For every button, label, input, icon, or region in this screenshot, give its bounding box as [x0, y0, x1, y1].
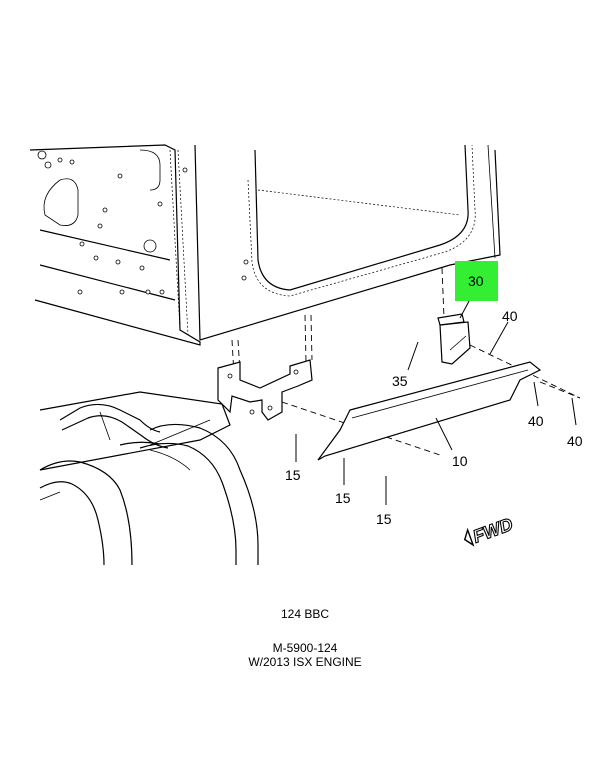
- cab-side-panel: [29, 144, 201, 346]
- caption-engine: W/2013 ISX ENGINE: [248, 655, 362, 669]
- part-35-bracket: [437, 313, 471, 365]
- fwd-label: FWD: [470, 514, 515, 547]
- caption-figure-number: M-5900-124: [272, 641, 338, 655]
- callout-30[interactable]: 30: [468, 273, 484, 289]
- callout-15-c[interactable]: 15: [376, 511, 392, 527]
- caption-model: 124 BBC: [280, 607, 330, 621]
- frame-and-hoses: [39, 391, 259, 566]
- callout-15-a[interactable]: 15: [285, 467, 301, 483]
- cab-door-frame: [194, 144, 501, 341]
- highlight-box-30: [455, 261, 498, 301]
- callout-10[interactable]: 10: [452, 453, 468, 469]
- part-10-side-skirt: [317, 361, 542, 461]
- forward-arrow-icon: [463, 527, 475, 547]
- callout-40-b[interactable]: 40: [528, 413, 544, 429]
- callout-35[interactable]: 35: [392, 373, 408, 389]
- callout-40-c[interactable]: 40: [567, 433, 583, 449]
- callout-15-b[interactable]: 15: [335, 490, 351, 506]
- callout-40-a[interactable]: 40: [502, 308, 518, 324]
- mounting-bracket: [217, 359, 313, 421]
- forward-direction-indicator: FWD: [463, 513, 516, 547]
